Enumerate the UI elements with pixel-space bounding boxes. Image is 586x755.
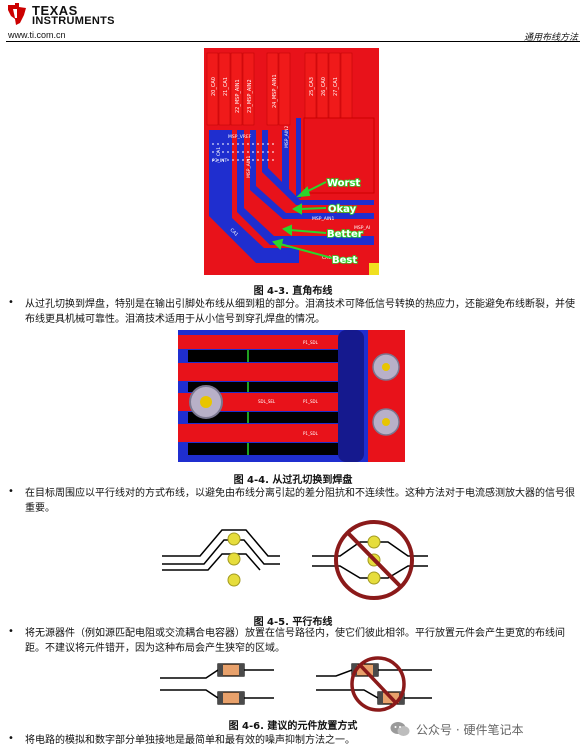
not-recommended-icon <box>334 520 414 600</box>
figure-via-to-pad: P1_SDL SDL_SEL P1_SDL P1_SDL <box>178 330 405 462</box>
pcb-trace-label: MSP_AIN1 <box>246 156 252 178</box>
page-header: TEXAS INSTRUMENTS www.ti.com.cn 通用布线方法 <box>0 0 586 44</box>
pcb-trace-label: CA1 <box>229 227 240 238</box>
bullet-marker: • <box>8 626 14 637</box>
watermark: 公众号 · 硬件笔记本 <box>390 718 523 740</box>
pcb-trace-label: P1_SDL <box>303 340 319 345</box>
figure-parallel-routing <box>162 520 428 600</box>
pcb-pad-label: 27_CA1 <box>333 77 339 96</box>
bullet-marker: • <box>8 297 14 308</box>
pcb-trace-label: P1_SDL <box>303 431 319 436</box>
bullet-marker: • <box>8 486 14 497</box>
pcb-pad-label: 23_MSP_AIN2 <box>247 79 253 113</box>
figure-right-angle-routing: 20_CA0 21_CA1 22_MSP_AIN1 23_MSP_AIN2 24… <box>204 48 379 275</box>
watermark-text: 公众号 · 硬件笔记本 <box>416 722 524 737</box>
pcb-trace-label: MSP_AIN2 <box>284 126 290 148</box>
annotation-okay: Okay <box>328 204 357 215</box>
figure-component-placement <box>160 656 432 712</box>
header-divider <box>6 41 580 42</box>
not-recommended-icon <box>350 656 406 712</box>
pcb-trace-label: SDL_SEL <box>258 399 276 404</box>
figure-caption-4-6: 图 4-6. 建议的元件放置方式 <box>228 721 358 732</box>
site-url[interactable]: www.ti.com.cn <box>8 30 66 40</box>
figure-caption-4-4: 图 4-4. 从过孔切换到焊盘 <box>233 475 353 486</box>
pcb-trace-label: CA0 <box>322 255 331 261</box>
pcb-pad-label: 21_CA1 <box>223 77 229 96</box>
figure-caption-4-3: 图 4-3. 直角布线 <box>253 286 333 297</box>
logo-text-texas: TEXAS <box>32 3 78 18</box>
section-title: 通用布线方法 <box>523 33 578 43</box>
pcb-trace-label: MSP_VREF <box>228 134 252 140</box>
pcb-pad-label: 22_MSP_AIN1 <box>235 79 241 113</box>
pcb-pad-label: 25_CA3 <box>309 77 315 96</box>
ti-logo-icon <box>8 3 26 25</box>
bullet-text-component-placement: 将无源器件（例如源匹配电阻或交流耦合电容器）放置在信号路径内，使它们彼此相邻。平… <box>25 628 565 654</box>
annotation-worst: Worst <box>327 178 360 189</box>
annotation-better: Better <box>327 229 363 240</box>
pcb-pad-label: 24_MSP_AIN1 <box>272 74 278 108</box>
annotation-best: Best <box>332 255 357 266</box>
bullet-text-teardrop: 从过孔切换到焊盘，特别是在输出引脚处布线从细到粗的部分。泪滴技术可降低信号转换的… <box>25 299 575 325</box>
pcb-trace-label: MSP_AI <box>354 225 370 231</box>
figure-caption-4-5: 图 4-5. 平行布线 <box>253 617 333 628</box>
pcb-pad-label: 20_CA0 <box>211 77 217 96</box>
pcb-trace-label: CA1 <box>216 147 222 156</box>
pcb-trace-label: P1_SDL <box>303 399 319 404</box>
bullet-text-parallel: 在目标周围应以平行线对的方式布线，以避免由布线分离引起的差分阻抗和不连续性。这种… <box>25 488 575 514</box>
logo-text-instruments: INSTRUMENTS <box>32 15 115 27</box>
bullet-text-grounding: 将电路的模拟和数字部分单独接地是最简单和最有效的噪声抑制方法之一。 <box>25 735 355 746</box>
wechat-icon <box>390 722 410 736</box>
pcb-trace-label: MSP_AIN1 <box>312 216 334 222</box>
pcb-trace-label: P3_INT <box>212 158 228 164</box>
pcb-pad-label: 26_CA0 <box>321 77 327 96</box>
bullet-marker: • <box>8 733 14 744</box>
